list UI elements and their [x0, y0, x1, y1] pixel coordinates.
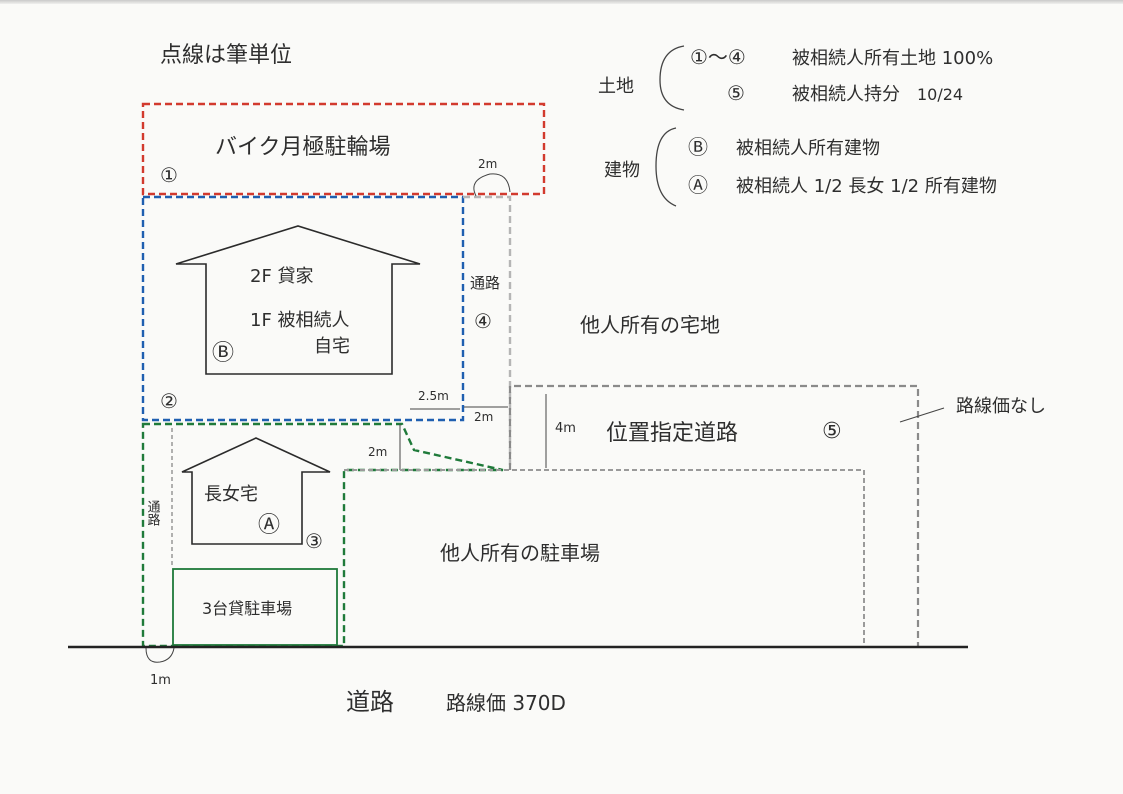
- building-a-label: 長女宅: [204, 484, 258, 505]
- building-b-outline: [175, 225, 421, 375]
- legend-building-row1-mark: Ⓑ: [688, 135, 708, 159]
- road-label: 道路: [346, 688, 394, 716]
- legend-building-label: 建物: [604, 160, 640, 181]
- no-route-price-label: 路線価なし: [956, 396, 1046, 417]
- parcel-4-label: 通路: [470, 274, 500, 292]
- parcel-5-number: ⑤: [822, 419, 842, 444]
- building-b-floor2: 2F 貸家: [250, 266, 314, 287]
- no-route-price-leader: [899, 407, 945, 423]
- building-b-mark: Ⓑ: [212, 341, 234, 366]
- parcel-1-number: ①: [160, 163, 178, 187]
- parcel-4-number: ④: [474, 309, 492, 333]
- other-parking-boundary: [344, 469, 865, 646]
- left-passage-label: 通路: [145, 500, 161, 526]
- building-b-floor1-sub: 自宅: [314, 336, 350, 357]
- dim-1m-arc: [145, 647, 175, 663]
- other-residential-label: 他人所有の宅地: [580, 313, 720, 337]
- parcel-3-number: ③: [305, 529, 323, 553]
- dim-1m: 1m: [150, 673, 171, 688]
- building-a-mark: Ⓐ: [258, 513, 280, 538]
- rental-parking-boundary: [172, 568, 338, 646]
- legend-building: 建物 Ⓑ 被相続人所有建物 Ⓐ 被相続人 1/2 長女 1/2 所有建物: [604, 127, 997, 207]
- legend-land-row2-text: 被相続人持分: [792, 84, 900, 105]
- legend-land-brace: [659, 45, 685, 111]
- legend-land-row1-text: 被相続人所有土地 100%: [792, 48, 993, 69]
- legend-building-brace: [655, 127, 677, 207]
- rental-parking-label: 3台貸駐車場: [202, 599, 292, 618]
- parcel-2-boundary: [141, 195, 465, 422]
- legend-land: 土地 ①～④ 被相続人所有土地 100% ⑤ 被相続人持分 10/24: [598, 45, 993, 111]
- parcel-5-boundary: [508, 384, 920, 646]
- dim-2m-mid: 2m: [474, 410, 493, 424]
- parcel-2-number: ②: [160, 389, 178, 413]
- building-a-outline: [181, 437, 331, 545]
- legend-land-row1-marks: ①～④: [690, 45, 746, 69]
- other-parking-label: 他人所有の駐車場: [440, 541, 600, 565]
- legend-building-row1-text: 被相続人所有建物: [736, 138, 880, 159]
- dotted-line-note: 点線は筆単位: [160, 43, 292, 68]
- dim-25m: 2.5m: [418, 389, 449, 403]
- parcel-1-boundary: [141, 102, 546, 196]
- parcel-5-label: 位置指定道路: [606, 421, 738, 446]
- dim-2m-top-arc: [473, 173, 511, 197]
- legend-building-row2-text: 被相続人 1/2 長女 1/2 所有建物: [736, 176, 997, 197]
- legend-land-row2-mark: ⑤: [727, 81, 745, 105]
- dim-2m-left: 2m: [368, 445, 387, 459]
- parcel-4-boundary: [463, 195, 512, 470]
- road-price-label: 路線価 370D: [446, 691, 566, 715]
- legend-land-row2-share: 10/24: [917, 85, 963, 104]
- dim-4m: 4m: [555, 421, 576, 436]
- parcel-1-label: バイク月極駐輪場: [215, 135, 391, 160]
- legend-building-row2-mark: Ⓐ: [688, 173, 708, 197]
- parcel-3-boundary: [141, 422, 504, 648]
- building-b-floor1: 1F 被相続人: [250, 310, 350, 331]
- dim-2m-top: 2m: [478, 157, 497, 171]
- legend-land-label: 土地: [598, 76, 634, 97]
